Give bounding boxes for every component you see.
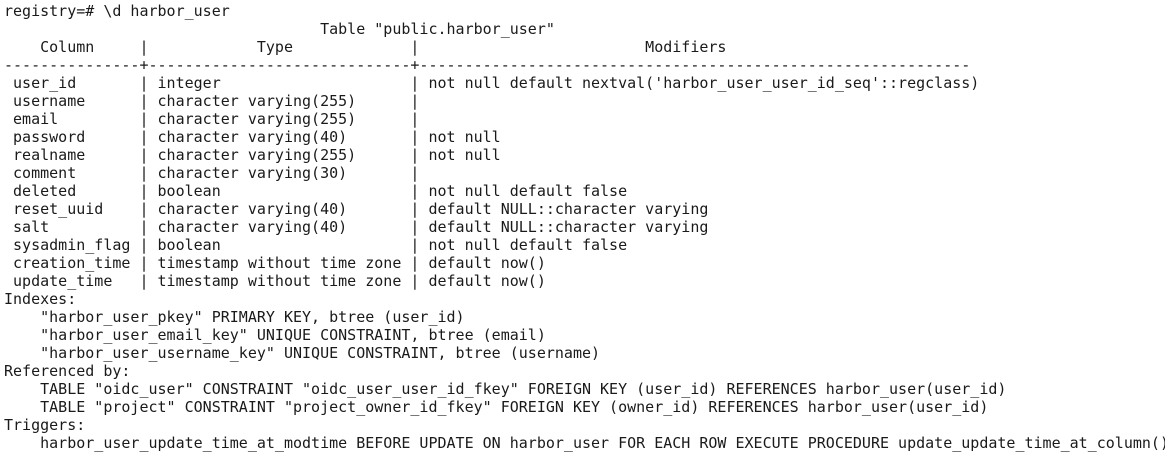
table-row: reset_uuid | character varying(40) | def… (4, 200, 709, 218)
table-row: sysadmin_flag | boolean | not null defau… (4, 236, 628, 254)
index-entry: "harbor_user_email_key" UNIQUE CONSTRAIN… (4, 326, 546, 344)
index-entry: "harbor_user_username_key" UNIQUE CONSTR… (4, 344, 601, 362)
triggers-heading: Triggers: (4, 416, 86, 434)
index-entry: "harbor_user_pkey" PRIMARY KEY, btree (u… (4, 308, 465, 326)
table-row: deleted | boolean | not null default fal… (4, 182, 628, 200)
table-row: username | character varying(255) | (4, 92, 420, 110)
indexes-heading: Indexes: (4, 290, 77, 308)
reference-entry: TABLE "project" CONSTRAINT "project_owne… (4, 398, 989, 416)
column-header-row: Column | Type | Modifiers (4, 38, 727, 56)
table-row: salt | character varying(40) | default N… (4, 218, 709, 236)
table-row: password | character varying(40) | not n… (4, 128, 501, 146)
table-row: email | character varying(255) | (4, 110, 420, 128)
table-row: user_id | integer | not null default nex… (4, 74, 980, 92)
table-title: Table "public.harbor_user" (4, 20, 555, 38)
table-row: comment | character varying(30) | (4, 164, 420, 182)
table-row: update_time | timestamp without time zon… (4, 272, 546, 290)
table-row: realname | character varying(255) | not … (4, 146, 501, 164)
header-separator: ---------------+------------------------… (4, 56, 971, 74)
psql-prompt-line: registry=# \d harbor_user (4, 2, 230, 20)
trigger-entry: harbor_user_update_time_at_modtime BEFOR… (4, 434, 1165, 452)
table-row: creation_time | timestamp without time z… (4, 254, 546, 272)
referenced-by-heading: Referenced by: (4, 362, 131, 380)
reference-entry: TABLE "oidc_user" CONSTRAINT "oidc_user_… (4, 380, 1007, 398)
